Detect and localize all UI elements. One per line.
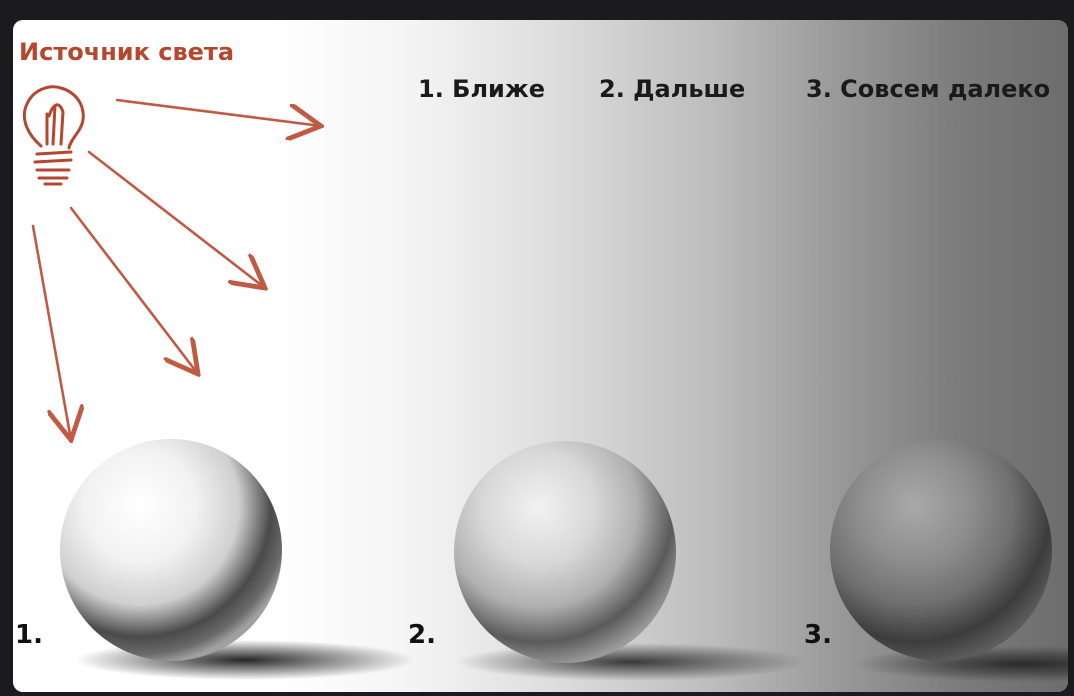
sphere-label-2: 2. <box>408 620 436 650</box>
illustration-canvas <box>22 85 1068 682</box>
light-ray-arrow <box>69 206 198 374</box>
sphere-label-1: 1. <box>15 620 43 650</box>
light-ray-arrow <box>31 224 71 440</box>
header-far-away: 3. Совсем далеко <box>806 75 1051 103</box>
cast-shadow <box>456 643 806 681</box>
light-bulb-icon <box>22 85 85 186</box>
sphere-far-away <box>830 439 1052 661</box>
light-source-label: Источник света <box>19 38 235 66</box>
sphere-label-3: 3. <box>804 620 832 650</box>
light-ray-arrow <box>87 150 265 288</box>
sphere-near <box>60 439 282 661</box>
illustration-frame: Источник света 1. Ближе 2. Дальше 3. Сов… <box>13 20 1068 692</box>
light-rays <box>31 98 321 440</box>
header-farther: 2. Дальше <box>599 75 746 103</box>
sphere-farther <box>454 441 676 663</box>
header-near: 1. Ближе <box>418 75 546 103</box>
light-ray-arrow <box>115 98 321 126</box>
